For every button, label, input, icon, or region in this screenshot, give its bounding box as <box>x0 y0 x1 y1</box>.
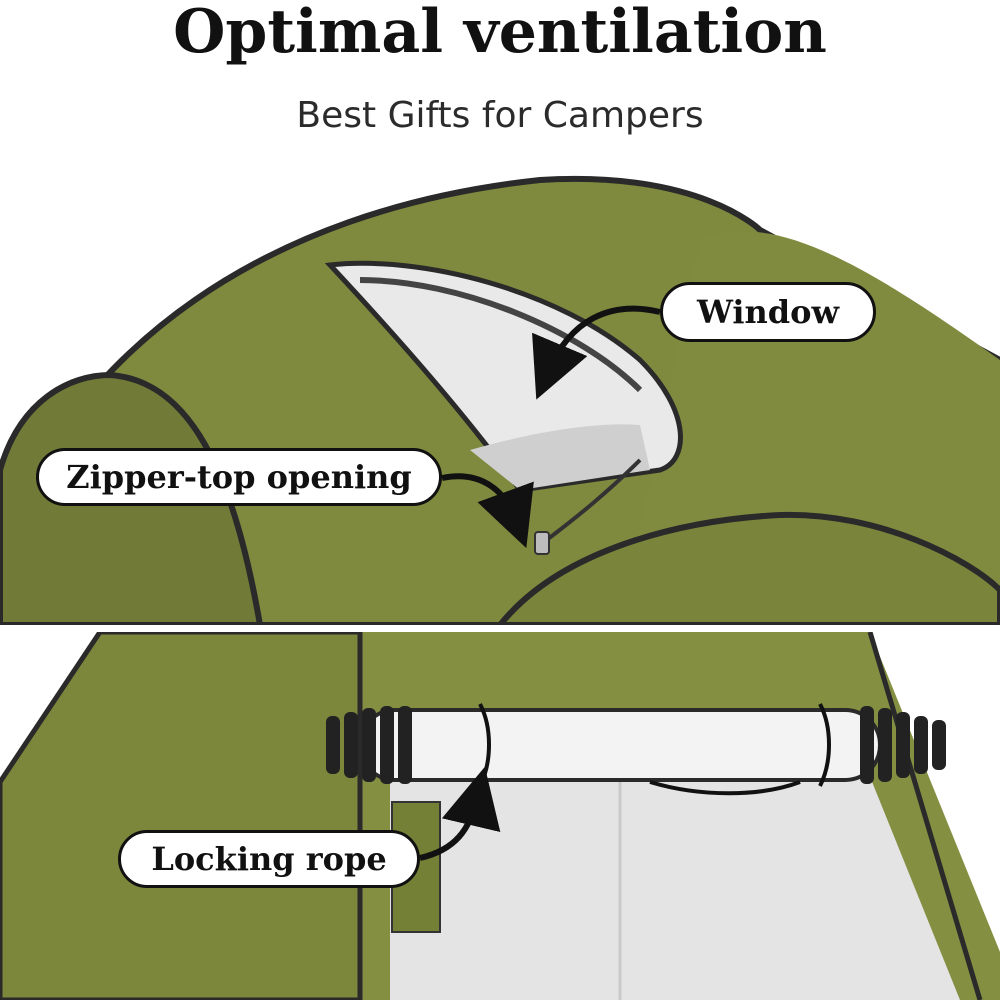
tent-top-illustration <box>0 170 1000 625</box>
page-subtitle: Best Gifts for Campers <box>296 95 704 136</box>
tent-door-photo <box>0 632 1000 1000</box>
tent-top-photo <box>0 170 1000 625</box>
zipper-top-opening-callout: Zipper-top opening <box>36 448 442 506</box>
page-title: Optimal ventilation <box>173 0 827 67</box>
locking-rope-callout: Locking rope <box>118 830 420 888</box>
tent-door-illustration <box>0 632 1000 1000</box>
window-callout: Window <box>660 282 876 342</box>
